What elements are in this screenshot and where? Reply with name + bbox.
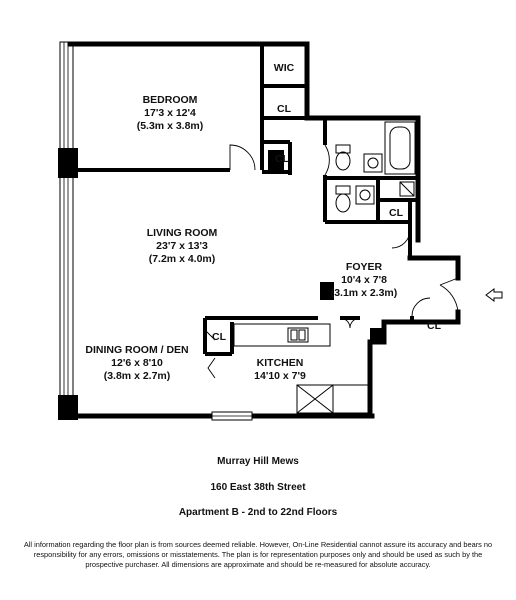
foyer-dims-m: (3.1m x 2.3m) bbox=[331, 287, 398, 299]
sink-2 bbox=[355, 185, 375, 205]
cl-foyer-label: CL bbox=[427, 320, 442, 332]
sink bbox=[363, 153, 383, 173]
kitchen-dims-ft: 14'10 x 7'9 bbox=[254, 370, 306, 382]
dining-room-label: DINING ROOM / DEN 12'6 x 8'10 (3.8m x 2.… bbox=[85, 344, 188, 382]
foyer-dims-ft: 10'4 x 7'8 bbox=[341, 274, 387, 286]
kitchen-name: KITCHEN bbox=[257, 357, 304, 369]
kitchen-label: KITCHEN 14'10 x 7'9 bbox=[254, 357, 306, 382]
cl-bath-label: CL bbox=[389, 207, 404, 219]
toilet bbox=[335, 144, 351, 171]
living-room-name: LIVING ROOM bbox=[147, 227, 218, 239]
apartment-label: Apartment B - 2nd to 22nd Floors bbox=[178, 507, 338, 518]
kitchen-appliance bbox=[296, 384, 370, 414]
west-window-wall bbox=[59, 41, 74, 419]
bedroom-label: BEDROOM 17'3 x 12'4 (5.3m x 3.8m) bbox=[137, 94, 204, 132]
entrance-arrow-icon bbox=[485, 288, 503, 302]
cl-dining-label: CL bbox=[212, 331, 227, 343]
cl-bedroom-label: CL bbox=[277, 103, 292, 115]
toilet-2 bbox=[335, 185, 351, 213]
bedroom-dims-m: (5.3m x 3.8m) bbox=[137, 120, 204, 132]
foyer-label: FOYER 10'4 x 7'8 (3.1m x 2.3m) bbox=[331, 261, 398, 299]
disclaimer-text: All information regarding the floor plan… bbox=[23, 540, 493, 569]
building-name: Murray Hill Mews bbox=[217, 456, 299, 467]
interior-walls bbox=[70, 44, 418, 356]
kitchen-counter bbox=[233, 323, 331, 347]
floor-plan: BEDROOM 17'3 x 12'4 (5.3m x 3.8m) LIVING… bbox=[58, 41, 503, 421]
bedroom-dims-ft: 17'3 x 12'4 bbox=[144, 107, 196, 119]
bath-shelf bbox=[399, 181, 415, 197]
bathtub bbox=[384, 121, 416, 175]
wic-label: WIC bbox=[274, 62, 295, 74]
bedroom-name: BEDROOM bbox=[143, 94, 198, 106]
building-address: 160 East 38th Street bbox=[210, 482, 306, 493]
living-room-dims-m: (7.2m x 4.0m) bbox=[149, 253, 216, 265]
dining-room-dims-ft: 12'6 x 8'10 bbox=[111, 357, 163, 369]
door-swings bbox=[204, 144, 459, 379]
living-room-dims-ft: 23'7 x 13'3 bbox=[156, 240, 208, 252]
south-window bbox=[211, 411, 253, 421]
cl-bedroom-small-label: CL bbox=[275, 153, 290, 165]
living-room-label: LIVING ROOM 23'7 x 13'3 (7.2m x 4.0m) bbox=[147, 227, 218, 265]
foyer-name: FOYER bbox=[346, 261, 383, 273]
dining-room-dims-m: (3.8m x 2.7m) bbox=[104, 370, 171, 382]
dining-room-name: DINING ROOM / DEN bbox=[85, 344, 188, 356]
